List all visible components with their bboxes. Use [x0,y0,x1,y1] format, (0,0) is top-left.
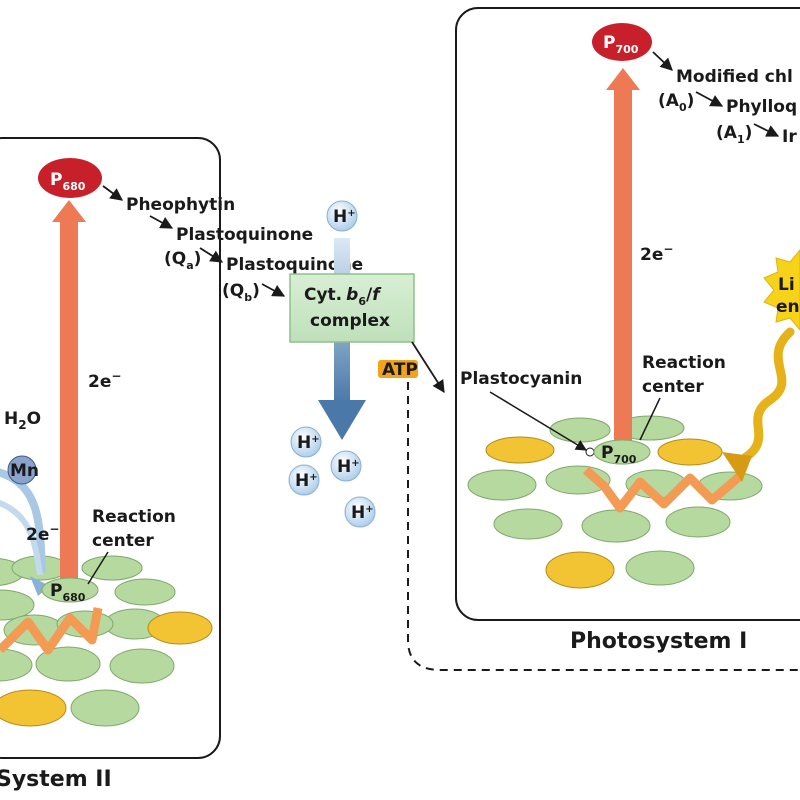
qb-label: (Qb) [222,281,260,304]
light-label-2: en [776,297,800,317]
proton-3-label: H+ [337,457,360,477]
psii-two-electron-label: 2e− [88,369,121,392]
qb-to-cytb6f-arrow [261,283,286,297]
a1-label: (A1) [716,123,752,146]
plastoquinone-b-label: Plastoquinone [226,255,363,275]
mn-cluster [7,455,37,485]
atp-badge [378,360,418,378]
psi-reaction-center-pointer [639,397,661,441]
proton-pump-arrowhead [318,400,366,440]
psi-two-electron-label: 2e− [640,242,673,265]
light-label-1: Li [778,275,795,295]
psi-energy-transfer-arrow [583,466,743,513]
psi-excitation-arrow-shaft [614,86,632,442]
modified-chlorophyll-label: Modified chl [676,67,793,87]
psii-reaction-center-label-1: Reaction [92,507,176,527]
proton-top [326,200,358,232]
a0-label: (A0) [658,91,694,114]
proton-1-label: H+ [297,433,320,453]
psii-reaction-center-label-2: center [92,531,154,551]
p700-to-a0-arrow [652,51,673,71]
p700-rc-label: P700 [601,443,637,466]
qa-label: (Qa) [164,249,201,272]
p680-to-pheophytin-arrow [102,185,124,201]
photosystem-i-title: Photosystem I [570,629,747,654]
psi-reaction-center-label-1: Reaction [642,353,726,373]
pheophytin-label: Pheophytin [126,195,235,215]
water-label: H2O [4,409,41,432]
light-absorption-arrow [733,327,795,467]
pheophytin-to-qa-arrow [149,215,174,229]
cytb6f-line2: complex [310,311,390,331]
psii-pigment-discs [0,555,213,727]
psii-reaction-center-pointer [87,551,109,585]
psi-reaction-center-label-2: center [642,377,704,397]
proton-2-label: H+ [295,471,318,491]
photosystem-ii-frame [0,137,221,759]
water-electron-arrowhead [30,576,50,596]
lumen-protons: H+ H+ H+ H+ [288,426,376,528]
psi-pigment-discs [467,415,763,589]
atp-label: ATP [382,360,418,380]
a1-to-next-arrow [753,123,780,137]
psi-excitation-arrowhead [606,68,640,90]
plastocyanin-pointer [489,391,587,451]
proton-1 [290,426,322,458]
p700-excited-center [592,23,652,61]
plastocyanin-label: Plastocyanin [460,369,582,389]
cyclic-electron-flow-dashed [407,382,800,671]
phylloquinone-label: Phylloq [726,97,797,117]
iron-sulfur-label: Ir [782,127,797,147]
a0-to-a1-arrow [695,91,724,107]
two-electron-mn-label: 2e− [26,522,59,545]
psii-energy-transfer-arrow [0,607,103,655]
plastoquinone-a-label: Plastoquinone [176,225,313,245]
photosystem-i-frame [455,7,800,621]
qa-to-qb-arrow [199,247,224,263]
proton-4 [344,496,376,528]
proton-3 [330,450,362,482]
p680-reaction-center [41,577,99,603]
p680-excited-label: P680 [50,170,86,193]
p700-reaction-center [593,439,651,465]
water-electron-flow [0,468,46,573]
psii-excitation-arrow-shaft [60,218,78,580]
light-energy-burst: Li en [763,249,800,331]
water-electron-flow-2 [0,500,43,576]
psii-excitation-arrowhead [52,200,86,222]
proton-2 [288,464,320,496]
proton-4-label: H+ [351,503,374,523]
plastocyanin-dot [585,447,595,457]
p680-excited-center [38,158,102,198]
photosystem-ii-title: System II [0,767,112,792]
cytb6f-to-plastocyanin-arrow [411,341,445,394]
cytb6f-complex-box [289,273,415,343]
p700-excited-label: P700 [603,33,639,56]
cytb6f-line1: Cyt.b6/f [304,285,382,308]
p680-rc-label: P680 [50,581,86,604]
light-absorption-arrowhead [722,452,752,482]
mn-label: Mn [10,461,39,481]
proton-top-label: H+ [333,207,356,227]
